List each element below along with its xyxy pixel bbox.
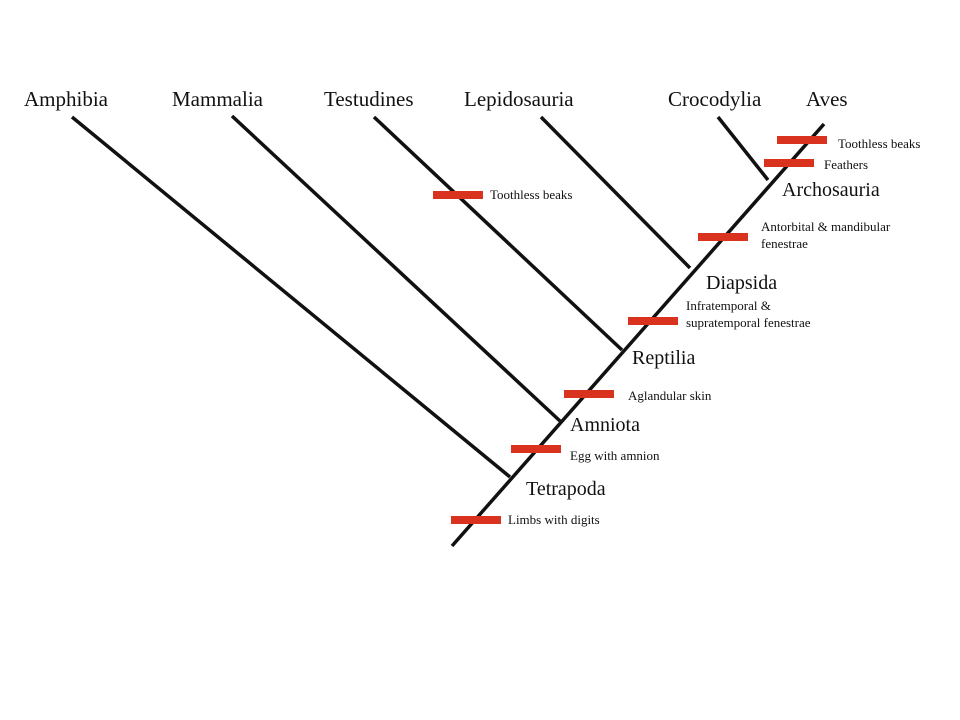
clade-label-archosauria: Archosauria — [782, 179, 880, 201]
clade-label-amniota: Amniota — [570, 414, 640, 436]
lepidosauria-branch — [539, 115, 692, 270]
trait-label-antorbital-line2: fenestrae — [761, 236, 808, 251]
taxon-label-mammalia: Mammalia — [172, 87, 264, 111]
skin-synapomorphy-bar — [564, 390, 614, 398]
trait-label-egg: Egg with amnion — [570, 448, 660, 463]
feathers-synapomorphy-bar — [764, 159, 814, 167]
taxon-label-lepidosauria: Lepidosauria — [464, 87, 574, 111]
mammalia-branch — [230, 114, 562, 423]
trait-label-testudines-beaks: Toothless beaks — [490, 187, 573, 202]
testudines-branch — [372, 115, 624, 352]
trait-label-aves-beaks: Toothless beaks — [838, 136, 921, 151]
trait-label-antorbital-line1: Antorbital & mandibular — [761, 219, 891, 234]
trait-label-limbs: Limbs with digits — [508, 512, 600, 527]
trait-label-fenestrae-line1: Infratemporal & — [686, 298, 771, 313]
clade-label-diapsida: Diapsida — [706, 272, 777, 294]
egg-synapomorphy-bar — [511, 445, 561, 453]
crocodylia-branch — [716, 115, 770, 182]
trait-label-skin: Aglandular skin — [628, 388, 712, 403]
taxon-label-testudines: Testudines — [324, 87, 414, 111]
trait-label-feathers: Feathers — [824, 157, 868, 172]
main-trunk-branch — [450, 122, 826, 548]
taxon-label-crocodylia: Crocodylia — [668, 87, 762, 111]
trait-label-fenestrae-line2: supratemporal fenestrae — [686, 315, 811, 330]
clade-label-reptilia: Reptilia — [632, 347, 695, 369]
antorbital-synapomorphy-bar — [698, 233, 748, 241]
testudines-beaks-synapomorphy-bar — [433, 191, 483, 199]
taxon-label-aves: Aves — [806, 87, 848, 111]
clade-label-tetrapoda: Tetrapoda — [526, 478, 606, 500]
taxon-label-amphibia: Amphibia — [24, 87, 109, 111]
limbs-synapomorphy-bar — [451, 516, 501, 524]
aves-beaks-synapomorphy-bar — [777, 136, 827, 144]
amphibia-branch — [70, 115, 512, 479]
fenestrae-synapomorphy-bar — [628, 317, 678, 325]
